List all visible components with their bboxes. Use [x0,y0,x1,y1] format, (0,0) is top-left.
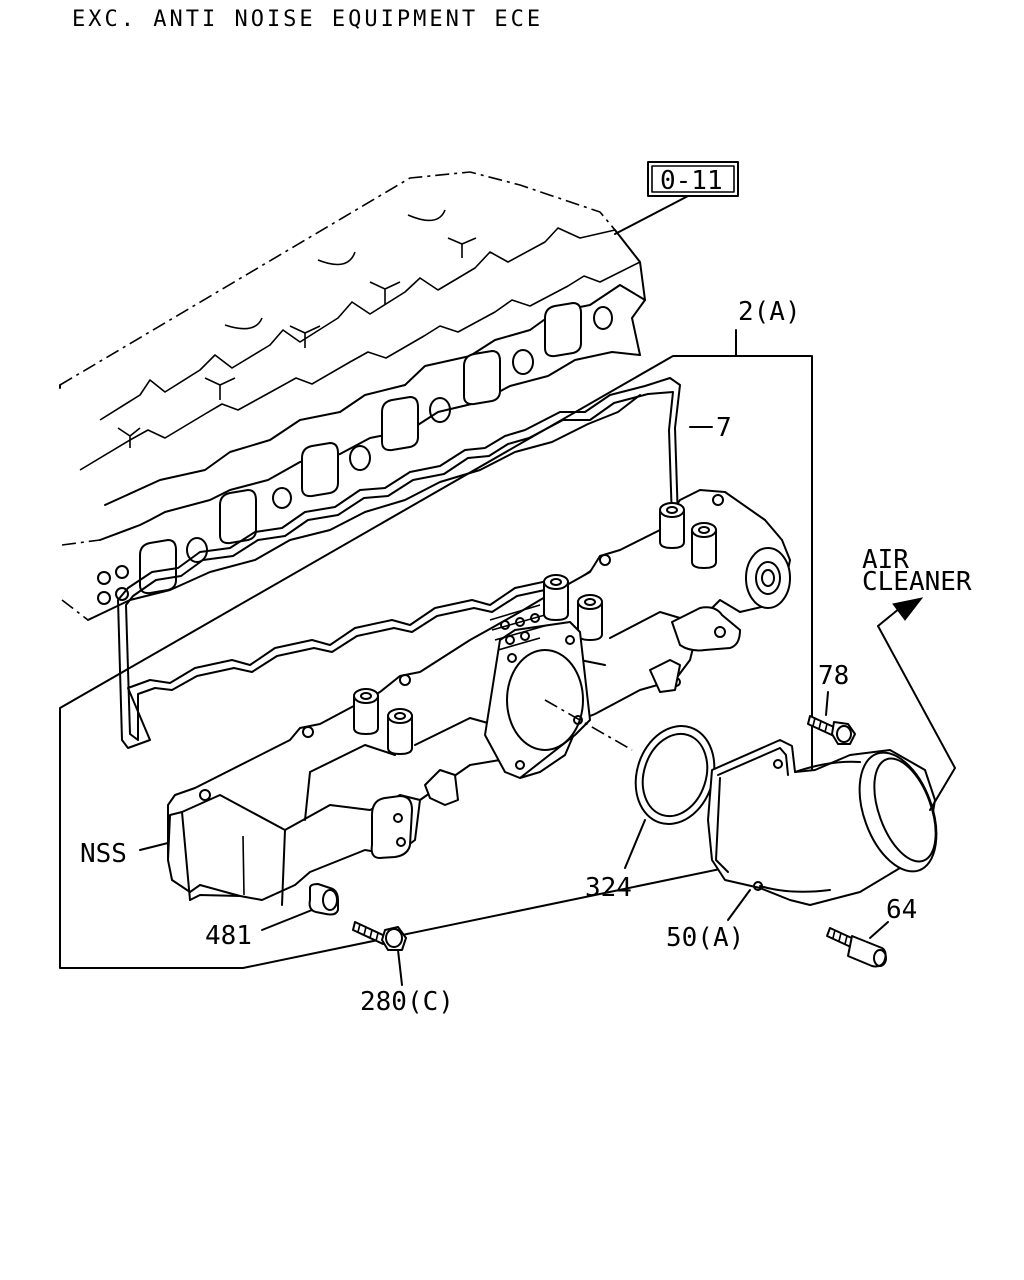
label-nss: NSS [80,839,127,869]
bolt-78: 78 [807,661,856,745]
label-7: 7 [716,413,732,443]
label-50a: 50(A) [666,923,744,953]
label-324: 324 [585,873,632,903]
label-64: 64 [886,895,917,925]
air-cleaner-line2: CLEANER [862,567,972,597]
o-ring-324: 324 [585,725,716,903]
ref-box-0-11: 0-11 [614,161,739,235]
assembly-bracket-frame [59,355,813,969]
label-280c: 280(C) [360,987,454,1017]
gasket-7: 7 [117,377,732,749]
diagram-title: EXC. ANTI NOISE EQUIPMENT ECE [72,7,543,32]
air-cleaner-line1: AIR [862,545,909,575]
label-78: 78 [818,661,849,691]
ref-box-label: 0-11 [660,166,723,196]
label-2a: 2(A) [738,297,801,327]
label-481: 481 [205,921,252,951]
cylinder-head-phantom [59,171,646,621]
stud-64: 64 [826,895,917,968]
air-cleaner-arrow: AIR CLEANER [862,545,972,627]
air-duct-50a: 50(A) [666,625,956,953]
bolt-280c: 280(C) [352,921,454,1017]
intake-manifold: NSS [80,489,791,906]
plug-481: 481 [205,883,339,951]
